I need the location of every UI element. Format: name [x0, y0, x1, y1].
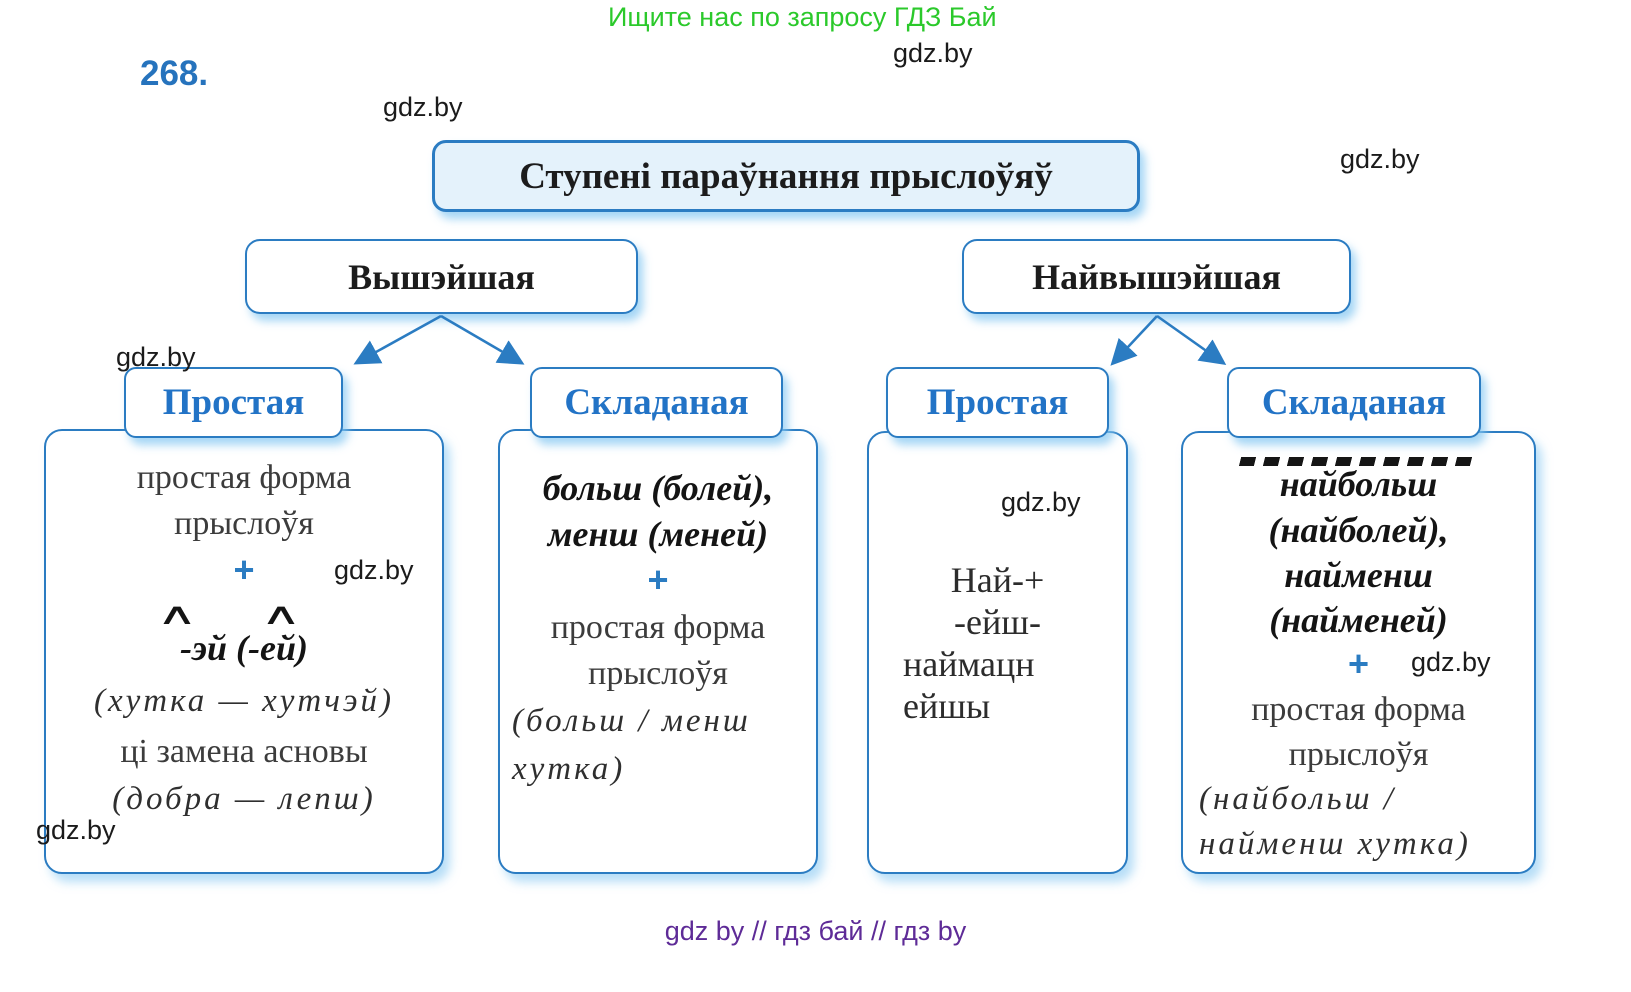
branch-box-vyshejshaya: Вышэйшая — [245, 239, 638, 314]
example-line: (хутка — хутчэй) — [94, 683, 394, 719]
exercise-number: 268. — [140, 54, 209, 93]
example-line: (добра — лепш) — [112, 781, 376, 817]
diagram-title-box: Ступені параўнання прыслоўяў — [432, 140, 1140, 212]
arrow-icon — [440, 314, 525, 365]
circumflex-hat-icon: ∧ — [260, 598, 302, 631]
watermark-gdz: gdz.by — [116, 342, 196, 372]
text-line: прыслоўя — [174, 505, 314, 542]
text-line: наймацн — [903, 644, 1035, 684]
text-line: простая форма — [136, 459, 352, 496]
content-box-najvyshejshaya-prostaya: gdz.by Най-+ -ейш- наймацн ейшы — [867, 431, 1128, 874]
example-line: (больш / менш — [512, 703, 751, 739]
overprint-artifact — [1238, 457, 1479, 466]
text-line: прыслоўя — [1288, 736, 1429, 773]
form-label-prostaya-1: Простая — [124, 367, 343, 438]
watermark-gdz: gdz.by — [1411, 647, 1491, 677]
plus-sign: + — [647, 559, 669, 600]
form-label: Складаная — [1261, 382, 1447, 423]
text-line: (найменей) — [1269, 600, 1448, 640]
text-line: менш (меней) — [547, 514, 769, 554]
arrow-icon — [1110, 315, 1158, 366]
content-box-vyshejshaya-skladanaya: больш (болей), менш (меней) + простая фо… — [498, 429, 818, 874]
form-label: Простая — [926, 382, 1069, 423]
watermark-gdz: gdz.by — [1001, 487, 1081, 517]
watermark-gdz: gdz.by — [383, 92, 463, 122]
plus-sign: + — [1347, 643, 1370, 684]
watermark-gdz: gdz.by — [1340, 144, 1420, 174]
example-line: (найбольш / — [1199, 781, 1396, 817]
form-label-skladanaya-2: Складаная — [1227, 367, 1481, 438]
text-line: ці замена асновы — [120, 733, 368, 770]
watermark-gdz: gdz.by — [334, 555, 414, 585]
content-box-najvyshejshaya-skladanaya: найбольш (найболей), найменш (найменей) … — [1181, 431, 1536, 874]
content-box-vyshejshaya-prostaya: простая форма прыслоўя + gdz.by ∧ ∧ -эй … — [36, 429, 444, 874]
form-label-skladanaya-1: Складаная — [530, 367, 783, 438]
promo-text: Ищите нас по запросу ГДЗ Бай — [608, 2, 997, 32]
text-line: прыслоўя — [588, 655, 728, 692]
watermark-gdz: gdz.by — [893, 38, 973, 68]
form-label: Простая — [162, 382, 305, 423]
example-line: найменш хутка) — [1199, 826, 1471, 862]
text-line: Най-+ — [950, 560, 1045, 600]
circumflex-hat-icon: ∧ — [156, 598, 198, 631]
form-label-prostaya-2: Простая — [886, 367, 1109, 438]
watermark-gdz: gdz.by — [36, 815, 116, 845]
branch-box-najvyshejshaya: Найвышэйшая — [962, 239, 1351, 314]
diagram-title: Ступені параўнання прыслоўяў — [519, 155, 1053, 197]
plus-sign: + — [233, 549, 255, 590]
branch-label: Вышэйшая — [348, 256, 535, 297]
text-line: простая форма — [1251, 691, 1466, 728]
arrow-icon — [353, 314, 442, 365]
branch-label: Найвышэйшая — [1032, 256, 1281, 297]
footer-watermark-text: gdz by // гдз бай // гдз by — [664, 916, 967, 946]
text-line: (найболей), — [1268, 510, 1449, 550]
text-line: ейшы — [903, 686, 991, 726]
example-line: хутка) — [512, 751, 626, 787]
text-line: найменш — [1284, 555, 1433, 595]
suffix-text: -эй (-ей) — [180, 628, 308, 668]
form-label: Складаная — [564, 382, 749, 423]
text-line: -ейш- — [954, 602, 1041, 642]
text-line: больш (болей), — [542, 468, 774, 508]
arrow-icon — [1156, 314, 1227, 366]
text-line: найбольш — [1279, 464, 1438, 504]
text-line: простая форма — [550, 609, 766, 646]
suffix-line: ∧ ∧ -эй (-ей) — [46, 598, 442, 669]
